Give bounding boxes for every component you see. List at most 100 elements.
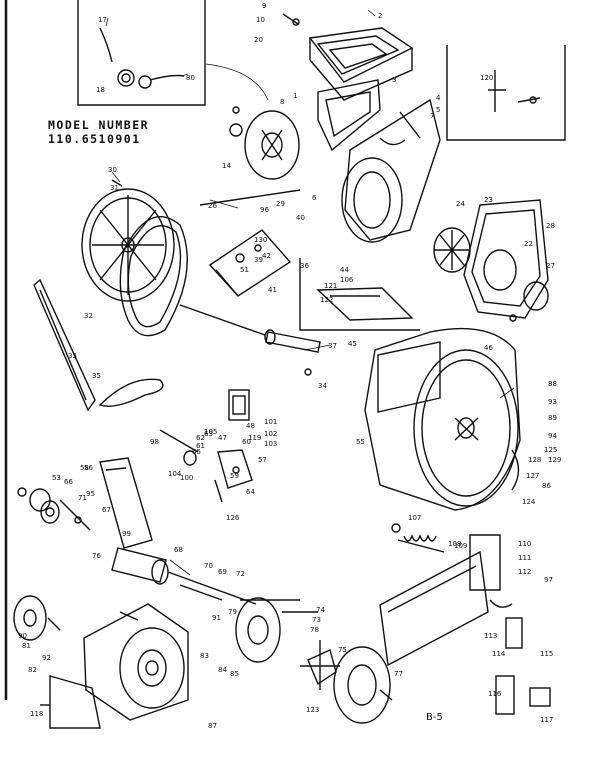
callout-45: 45 [348,340,357,348]
callout-92: 92 [42,654,51,662]
callout-26: 26 [208,202,217,210]
callout-122: 122 [320,296,333,304]
motor-pulley-shaft [111,547,257,605]
drum-shaft [179,304,321,376]
callout-72: 72 [236,570,245,578]
inset-box-seal [77,0,206,106]
callout-28: 28 [546,222,555,230]
callout-106: 106 [340,276,354,284]
leader-lines [105,9,515,576]
callout-99: 99 [122,530,131,538]
top-cover [282,13,414,101]
callout-102: 102 [264,430,277,438]
callout-18: 18 [96,86,105,94]
callout-89: 89 [548,414,557,422]
callout-14: 14 [222,162,231,170]
callout-118: 118 [30,710,43,718]
blower-plate [235,597,318,663]
callout-41: 41 [268,286,277,294]
drive-pulley [81,179,175,302]
callout-29: 29 [276,200,285,208]
callout-9: 9 [262,2,266,10]
callout-87: 87 [208,722,217,730]
callout-56: 56 [84,464,93,472]
callout-116: 116 [488,690,502,698]
callout-113: 113 [484,632,497,640]
dryer-drum [364,327,521,511]
callout-10: 10 [256,16,265,24]
callout-64: 64 [246,488,255,496]
callout-22: 22 [524,240,533,248]
callout-61: 61 [196,442,205,450]
callout-126: 126 [226,514,240,522]
callout-59: 59 [230,472,239,480]
callout-121: 121 [324,282,337,290]
callout-17: 17 [98,16,107,24]
door-switch [495,617,551,715]
model-number-label: MODEL NUMBER [48,118,150,132]
callout-128: 128 [528,456,541,464]
callout-6: 6 [312,194,317,202]
callout-97: 97 [544,576,553,584]
thermostat-switch [159,389,253,503]
callout-125: 125 [544,446,557,454]
callout-82: 82 [28,666,37,674]
fan-wheel [229,106,300,180]
callout-79: 79 [228,608,237,616]
callout-104: 104 [168,470,182,478]
callout-51: 51 [240,266,249,274]
callout-110: 110 [518,540,531,548]
callout-69: 69 [218,568,227,576]
callout-66: 66 [64,478,73,486]
callout-80: 80 [186,74,195,82]
callout-numbers: 1718801234567891014202223242627282930313… [18,2,561,730]
callout-62: 62 [196,434,205,442]
blower-wheel [433,227,471,273]
callout-85: 85 [230,670,239,678]
callout-1: 1 [293,92,297,100]
callout-68: 68 [174,546,183,554]
motor-mount-bracket [17,457,153,549]
callout-3: 3 [392,76,396,84]
callout-112: 112 [518,568,531,576]
callout-111: 111 [518,554,531,562]
callout-127: 127 [526,472,539,480]
callout-57: 57 [258,456,267,464]
callout-58: 58 [80,464,89,472]
door-spring [391,523,445,553]
callout-119: 119 [248,434,261,442]
pump-housing [333,646,393,724]
callout-35: 35 [92,372,101,380]
callout-71: 71 [78,494,87,502]
callout-34: 34 [318,382,327,390]
callout-55: 55 [356,438,365,446]
callout-78: 78 [310,626,319,634]
callout-40: 40 [296,214,305,222]
callout-5: 5 [436,106,440,114]
callout-101: 101 [264,418,277,426]
callout-32: 32 [84,312,93,320]
callout-88: 88 [548,380,557,388]
callout-36: 36 [300,262,309,270]
control-bracket [379,534,513,667]
callout-83: 83 [200,652,209,660]
callout-108: 108 [448,540,461,548]
callout-94: 94 [548,432,557,440]
drive-motor [83,603,189,721]
callout-39: 39 [254,256,263,264]
callout-120: 120 [480,74,493,82]
callout-44: 44 [340,266,349,274]
idler-bracket [199,189,301,297]
callout-81: 81 [22,642,31,650]
callout-27: 27 [546,262,555,270]
callout-46: 46 [484,344,493,352]
callout-20: 20 [254,36,263,44]
callout-117: 117 [540,716,553,724]
callout-114: 114 [492,650,506,658]
callout-98: 98 [150,438,159,446]
callout-23: 23 [484,196,493,204]
callout-70: 70 [204,562,213,570]
callout-129: 129 [548,456,561,464]
